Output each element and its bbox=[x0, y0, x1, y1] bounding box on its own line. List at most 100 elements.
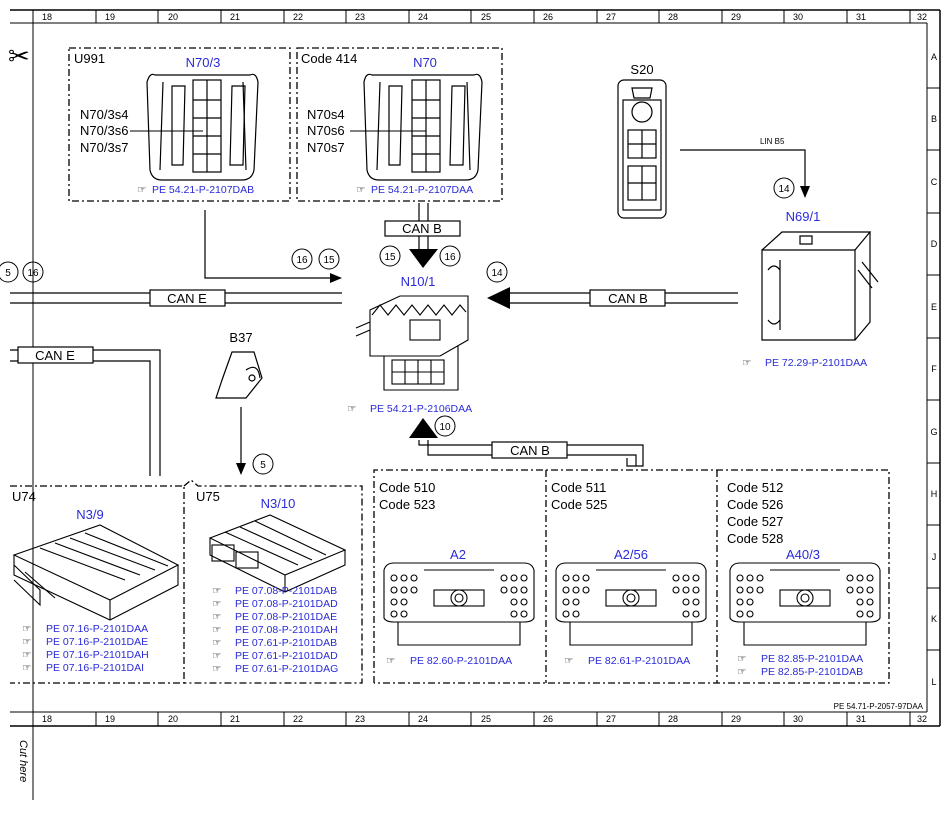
reference-link[interactable]: PE 82.60-P-2101DAA bbox=[410, 655, 512, 667]
ruler-num: 28 bbox=[668, 12, 678, 22]
n70-3-line bbox=[204, 210, 342, 283]
ruler-num: 23 bbox=[355, 714, 365, 724]
reference-link[interactable]: PE 72.29-P-2101DAA bbox=[765, 357, 867, 369]
ruler-num: 20 bbox=[168, 714, 178, 724]
ruler-num: 23 bbox=[355, 12, 365, 22]
switch-label: N70/3s4 bbox=[80, 107, 128, 122]
reference-link[interactable]: PE 54.21-P-2107DAB bbox=[152, 184, 254, 196]
n70-module: Code 414 N70 N70s4 N70s6 N70s7 ☞ PE 54.2… bbox=[296, 47, 503, 202]
reference-link[interactable]: PE 82.61-P-2101DAA bbox=[588, 655, 690, 667]
n69-1-module: N69/1 ☞ PE 72.29-P-2101DAA bbox=[742, 209, 879, 369]
code-label: Code 523 bbox=[379, 497, 435, 512]
control-unit-icon bbox=[761, 231, 879, 341]
can-b-right-bus: CAN B bbox=[487, 287, 738, 309]
ruler-num: 32 bbox=[917, 714, 927, 724]
can-b-top-bus: CAN B bbox=[384, 203, 461, 268]
code-label: U991 bbox=[74, 51, 105, 66]
overhead-control-panel-icon bbox=[146, 73, 259, 181]
ruler-letter: J bbox=[932, 552, 937, 562]
ruler-ticks bbox=[32, 10, 940, 726]
ruler-letter: C bbox=[931, 177, 938, 187]
reference-link[interactable]: PE 07.16-P-2101DAE bbox=[46, 636, 148, 648]
radio-head-unit-icon bbox=[555, 562, 707, 646]
reference-link[interactable]: PE 07.08-P-2101DAE bbox=[235, 611, 337, 623]
reference-icon: ☞ bbox=[22, 649, 31, 661]
radio-head-unit-icon bbox=[383, 562, 535, 646]
sam-fusebox-icon bbox=[355, 295, 469, 391]
reference-icon: ☞ bbox=[347, 403, 356, 415]
connector-number: 10 bbox=[439, 422, 451, 433]
ruler-num: 24 bbox=[418, 12, 428, 22]
connector-numbers: 16 15 15 16 14 14 10 5 16 5 bbox=[5, 184, 790, 471]
reference-link[interactable]: PE 07.08-P-2101DAB bbox=[235, 585, 337, 597]
connector-number: 5 bbox=[5, 268, 11, 279]
ruler-num: 21 bbox=[230, 714, 240, 724]
connector-number: 15 bbox=[323, 255, 335, 266]
reference-link[interactable]: PE 07.16-P-2101DAA bbox=[46, 623, 148, 635]
reference-link[interactable]: PE 82.85-P-2101DAB bbox=[761, 666, 863, 678]
reference-icon: ☞ bbox=[22, 662, 31, 674]
scissors-icon: ✂ bbox=[8, 41, 30, 71]
connector-circles bbox=[0, 177, 795, 475]
reference-icon: ☞ bbox=[22, 623, 31, 635]
ruler-num: 28 bbox=[668, 714, 678, 724]
reference-link[interactable]: PE 07.08-P-2101DAD bbox=[235, 598, 338, 610]
ruler-num: 18 bbox=[42, 12, 52, 22]
reference-link[interactable]: PE 07.08-P-2101DAH bbox=[235, 624, 338, 636]
reference-link[interactable]: PE 82.85-P-2101DAA bbox=[761, 653, 863, 665]
code-label: U75 bbox=[196, 489, 220, 504]
ruler-num: 19 bbox=[105, 714, 115, 724]
radio-head-unit-icon bbox=[729, 562, 881, 646]
connector-number: 16 bbox=[296, 255, 308, 266]
ruler-num: 29 bbox=[731, 12, 741, 22]
document-reference: PE 54.71-P-2057-97DAA bbox=[834, 702, 924, 711]
n10-1-module: N10/1 ☞ PE 54.21-P-2106DAA bbox=[347, 274, 472, 415]
switch-label: N70/3s6 bbox=[80, 123, 128, 138]
code-label: Code 528 bbox=[727, 531, 783, 546]
module-title: A2/56 bbox=[614, 547, 648, 562]
ruler-num: 27 bbox=[606, 12, 616, 22]
ruler-num: 22 bbox=[293, 714, 303, 724]
reference-icon: ☞ bbox=[737, 653, 746, 665]
reference-link[interactable]: PE 54.21-P-2107DAA bbox=[371, 184, 473, 196]
bus-label: CAN E bbox=[35, 348, 75, 363]
reference-link[interactable]: PE 07.16-P-2101DAI bbox=[46, 662, 144, 674]
ruler-bottom-numbers: 18 19 20 21 22 23 24 25 26 27 28 29 30 3… bbox=[42, 714, 927, 724]
bus-label: CAN B bbox=[608, 291, 648, 306]
reference-icon: ☞ bbox=[212, 598, 221, 610]
bus-label: CAN B bbox=[402, 221, 442, 236]
ruler-num: 29 bbox=[731, 714, 741, 724]
module-title: N3/9 bbox=[76, 507, 103, 522]
module-title: A2 bbox=[450, 547, 466, 562]
overhead-control-panel-icon bbox=[363, 73, 483, 181]
reference-icon: ☞ bbox=[386, 655, 395, 667]
code-label: Code 527 bbox=[727, 514, 783, 529]
code-label: Code 526 bbox=[727, 497, 783, 512]
reference-link[interactable]: PE 07.61-P-2101DAD bbox=[235, 650, 338, 662]
bus-label: CAN B bbox=[510, 443, 550, 458]
ruler-num: 26 bbox=[543, 714, 553, 724]
reference-link[interactable]: PE 07.61-P-2101DAB bbox=[235, 637, 337, 649]
reference-icon: ☞ bbox=[137, 184, 146, 196]
reference-icon: ☞ bbox=[212, 637, 221, 649]
reference-link[interactable]: PE 07.16-P-2101DAH bbox=[46, 649, 149, 661]
switch-label: N70/3s7 bbox=[80, 140, 128, 155]
connector-number: 5 bbox=[260, 460, 266, 471]
code-label: Code 414 bbox=[301, 51, 357, 66]
ruler-num: 31 bbox=[856, 12, 866, 22]
module-title: B37 bbox=[229, 330, 252, 345]
reference-link[interactable]: PE 54.21-P-2106DAA bbox=[370, 403, 472, 415]
reference-link[interactable]: PE 07.61-P-2101DAG bbox=[235, 663, 338, 675]
connector-number: 14 bbox=[491, 268, 503, 279]
ruler-letter: B bbox=[931, 114, 937, 124]
ruler-letter: H bbox=[931, 489, 938, 499]
can-e-left-bus: CAN E bbox=[10, 346, 161, 476]
ruler-num: 22 bbox=[293, 12, 303, 22]
ruler-num: 24 bbox=[418, 714, 428, 724]
lin-label: LIN B5 bbox=[760, 137, 785, 146]
switch-label: N70s4 bbox=[307, 107, 345, 122]
ruler-num: 32 bbox=[917, 12, 927, 22]
ruler-letter: L bbox=[931, 677, 936, 687]
code-label: Code 512 bbox=[727, 480, 783, 495]
